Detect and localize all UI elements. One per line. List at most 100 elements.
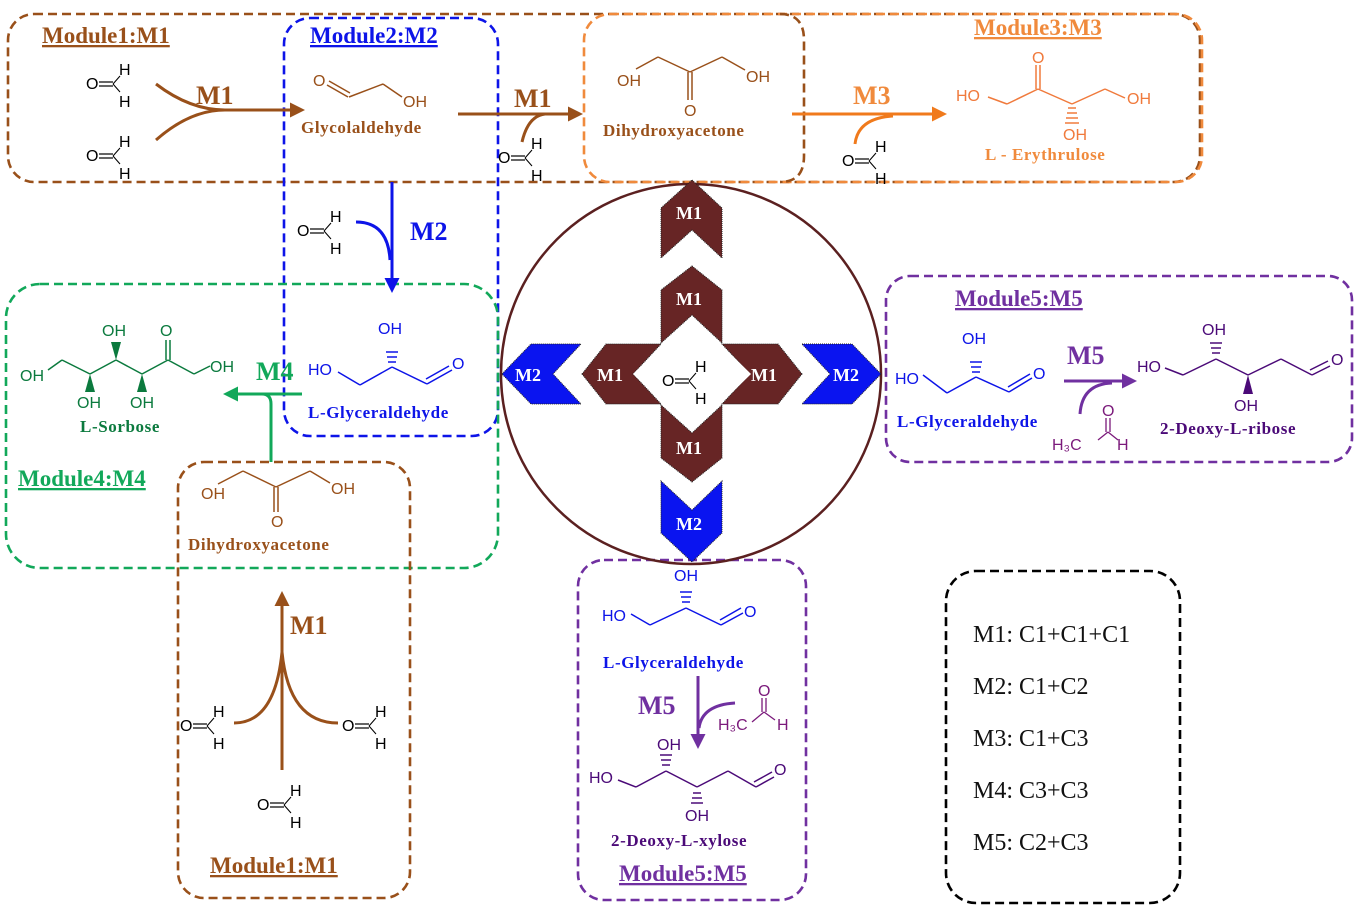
- atom-o: O: [313, 73, 325, 90]
- atom-ho: HO: [602, 608, 626, 625]
- wedge-bond: [111, 342, 121, 360]
- chevron-m1-up-outer: [660, 179, 723, 260]
- atom-ho: HO: [895, 371, 919, 388]
- atom-oh: OH: [674, 568, 698, 585]
- chevron-m1-up-inner: [660, 265, 723, 345]
- module3-box: [582, 12, 1204, 184]
- module5-right-box: [884, 274, 1354, 464]
- legend-item-m3: M3: C1+C3: [973, 726, 1089, 752]
- m5-bottom-step-label: M5: [638, 691, 676, 720]
- module2-title: Module2:M2: [310, 23, 438, 48]
- sorbose-structure: [47, 340, 211, 375]
- glyceraldehyde-bottom-structure: [630, 591, 744, 626]
- glyceraldehyde-right-label: L-Glyceraldehyde: [897, 412, 1038, 431]
- m1-top-arrow-lower: [155, 108, 226, 142]
- deoxyribose-label: 2-Deoxy-L-ribose: [1160, 419, 1296, 438]
- atom-oh: OH: [1127, 91, 1151, 108]
- deoxyxylose-label: 2-Deoxy-L-xylose: [611, 831, 747, 850]
- m2-arrow-feed: [355, 220, 392, 261]
- wedge-bond: [137, 374, 147, 392]
- atom-oh: OH: [685, 808, 709, 825]
- atom-oh: OH: [378, 321, 402, 338]
- atom-ho: HO: [589, 770, 613, 787]
- formaldehyde-icon: [841, 138, 888, 189]
- atom-oh: OH: [210, 359, 234, 376]
- chevron-m2-right-outer: [800, 343, 882, 405]
- module1-top-title: Module1:M1: [42, 23, 170, 48]
- formaldehyde-icon: [341, 703, 388, 754]
- atom-o: O: [744, 604, 756, 621]
- atom-o: O: [452, 356, 464, 373]
- atom-h3c: H₃C: [1052, 437, 1082, 454]
- atom-o: O: [1032, 50, 1044, 67]
- m1-step-label: M1: [196, 81, 234, 110]
- m4-step-label: M4: [256, 357, 294, 386]
- formaldehyde-icon: [256, 782, 303, 833]
- wedge-bond: [85, 374, 95, 392]
- m5-bottom-arrow-feed: [697, 701, 736, 729]
- chevron-label: M2: [515, 365, 541, 385]
- m2-step-label: M2: [410, 217, 448, 246]
- legend-item-m4: M4: C3+C3: [973, 778, 1089, 804]
- atom-oh: OH: [746, 69, 770, 86]
- dihydroxyacetone-m4-label: Dihydroxyacetone: [188, 535, 330, 554]
- m1-bottom-arrow-right: [280, 651, 339, 725]
- atom-oh: OH: [617, 73, 641, 90]
- formaldehyde-icon: [85, 133, 132, 184]
- dihydroxyacetone-top-structure: [635, 56, 746, 100]
- module5-bottom-title: Module5:M5: [619, 861, 747, 886]
- module1-dha-box-edge: [779, 12, 806, 184]
- atom-oh: OH: [331, 481, 355, 498]
- atom-oh: OH: [657, 737, 681, 754]
- m5-right-step-label: M5: [1067, 341, 1105, 370]
- legend-item-m1: M1: C1+C1+C1: [973, 622, 1130, 648]
- atom-oh: OH: [1063, 127, 1087, 144]
- chevron-m1-down-inner: [660, 403, 723, 483]
- acetaldehyde-structure: [1097, 418, 1119, 441]
- atom-o: O: [160, 323, 172, 340]
- module4-title: Module4:M4: [18, 466, 146, 491]
- acetaldehyde-structure: [751, 698, 776, 723]
- chevron-m1-right-inner: [720, 343, 803, 405]
- atom-o: O: [758, 683, 770, 700]
- atom-o: O: [1102, 403, 1114, 420]
- sorbose-label: L-Sorbose: [80, 417, 160, 436]
- atom-oh: OH: [201, 486, 225, 503]
- wedge-bond: [1243, 375, 1253, 394]
- chevron-label: M1: [676, 203, 702, 223]
- formaldehyde-icon: [296, 208, 343, 259]
- m1-bottom-arrow-left: [233, 651, 284, 725]
- deoxyribose-structure: [1164, 342, 1331, 376]
- m4-arrow-feed: [261, 392, 273, 462]
- dihydroxyacetone-top-label: Dihydroxyacetone: [603, 121, 745, 140]
- glyceraldehyde-m2-structure: [337, 351, 453, 386]
- atom-h: H: [777, 717, 789, 734]
- atom-o: O: [1331, 352, 1343, 369]
- m1-arrow-feed: [520, 112, 546, 143]
- m1-bottom-step-label: M1: [290, 611, 328, 640]
- chevron-label: M1: [676, 438, 702, 458]
- glycolaldehyde-structure: [326, 80, 403, 98]
- glyceraldehyde-bottom-label: L-Glyceraldehyde: [603, 653, 744, 672]
- chevron-label: M1: [597, 365, 623, 385]
- legend-item-m5: M5: C2+C3: [973, 830, 1089, 856]
- atom-ho: HO: [308, 362, 332, 379]
- atom-oh: OH: [77, 395, 101, 412]
- legend-item-m2: M2: C1+C2: [973, 674, 1089, 700]
- atom-o: O: [1033, 366, 1045, 383]
- atom-o: O: [271, 514, 283, 531]
- m5-right-arrow-feed: [1078, 381, 1113, 415]
- atom-o: O: [684, 103, 696, 120]
- atom-h3c: H₃C: [718, 717, 748, 734]
- atom-h: H: [1117, 437, 1129, 454]
- atom-oh: OH: [20, 368, 44, 385]
- atom-oh: OH: [1234, 398, 1258, 415]
- chevron-m2-down-outer: [660, 479, 723, 563]
- chevron-label: M2: [833, 365, 859, 385]
- atom-oh: OH: [403, 94, 427, 111]
- formaldehyde-icon: [497, 135, 544, 186]
- atom-oh: OH: [1202, 322, 1226, 339]
- glyceraldehyde-m2-label: L-Glyceraldehyde: [308, 403, 449, 422]
- chevron-label: M2: [676, 514, 702, 534]
